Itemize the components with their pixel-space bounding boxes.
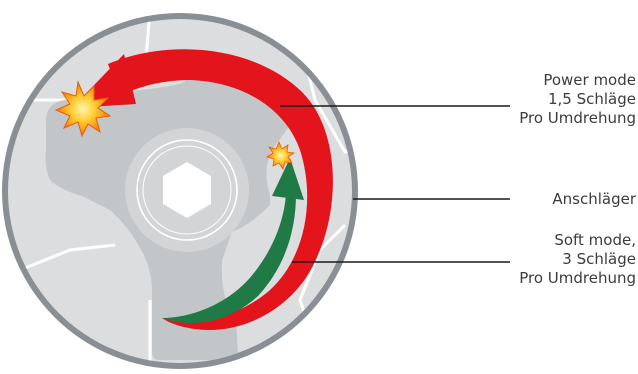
soft-mode-arrow — [162, 158, 304, 324]
label-power-line-2: 1,5 Schläge — [547, 90, 636, 108]
label-anschlaeger: Anschläger — [552, 190, 636, 209]
label-anschlaeger-line-1: Anschläger — [552, 190, 636, 208]
hub-ring — [136, 139, 238, 241]
label-power-mode: Power mode 1,5 Schläge Pro Umdrehung — [519, 71, 636, 128]
label-soft-mode: Soft mode, 3 Schläge Pro Umdrehung — [519, 231, 636, 288]
label-power-line-1: Power mode — [543, 71, 636, 89]
hex-drive — [163, 162, 211, 218]
hub-ring-inner — [142, 145, 232, 235]
label-power-line-3: Pro Umdrehung — [519, 109, 636, 127]
impact-spark-small-icon — [266, 140, 296, 170]
label-soft-line-1: Soft mode, — [554, 231, 636, 249]
label-soft-line-3: Pro Umdrehung — [519, 269, 636, 287]
label-soft-line-2: 3 Schläge — [562, 250, 636, 268]
impact-spark-large-icon — [54, 80, 112, 138]
